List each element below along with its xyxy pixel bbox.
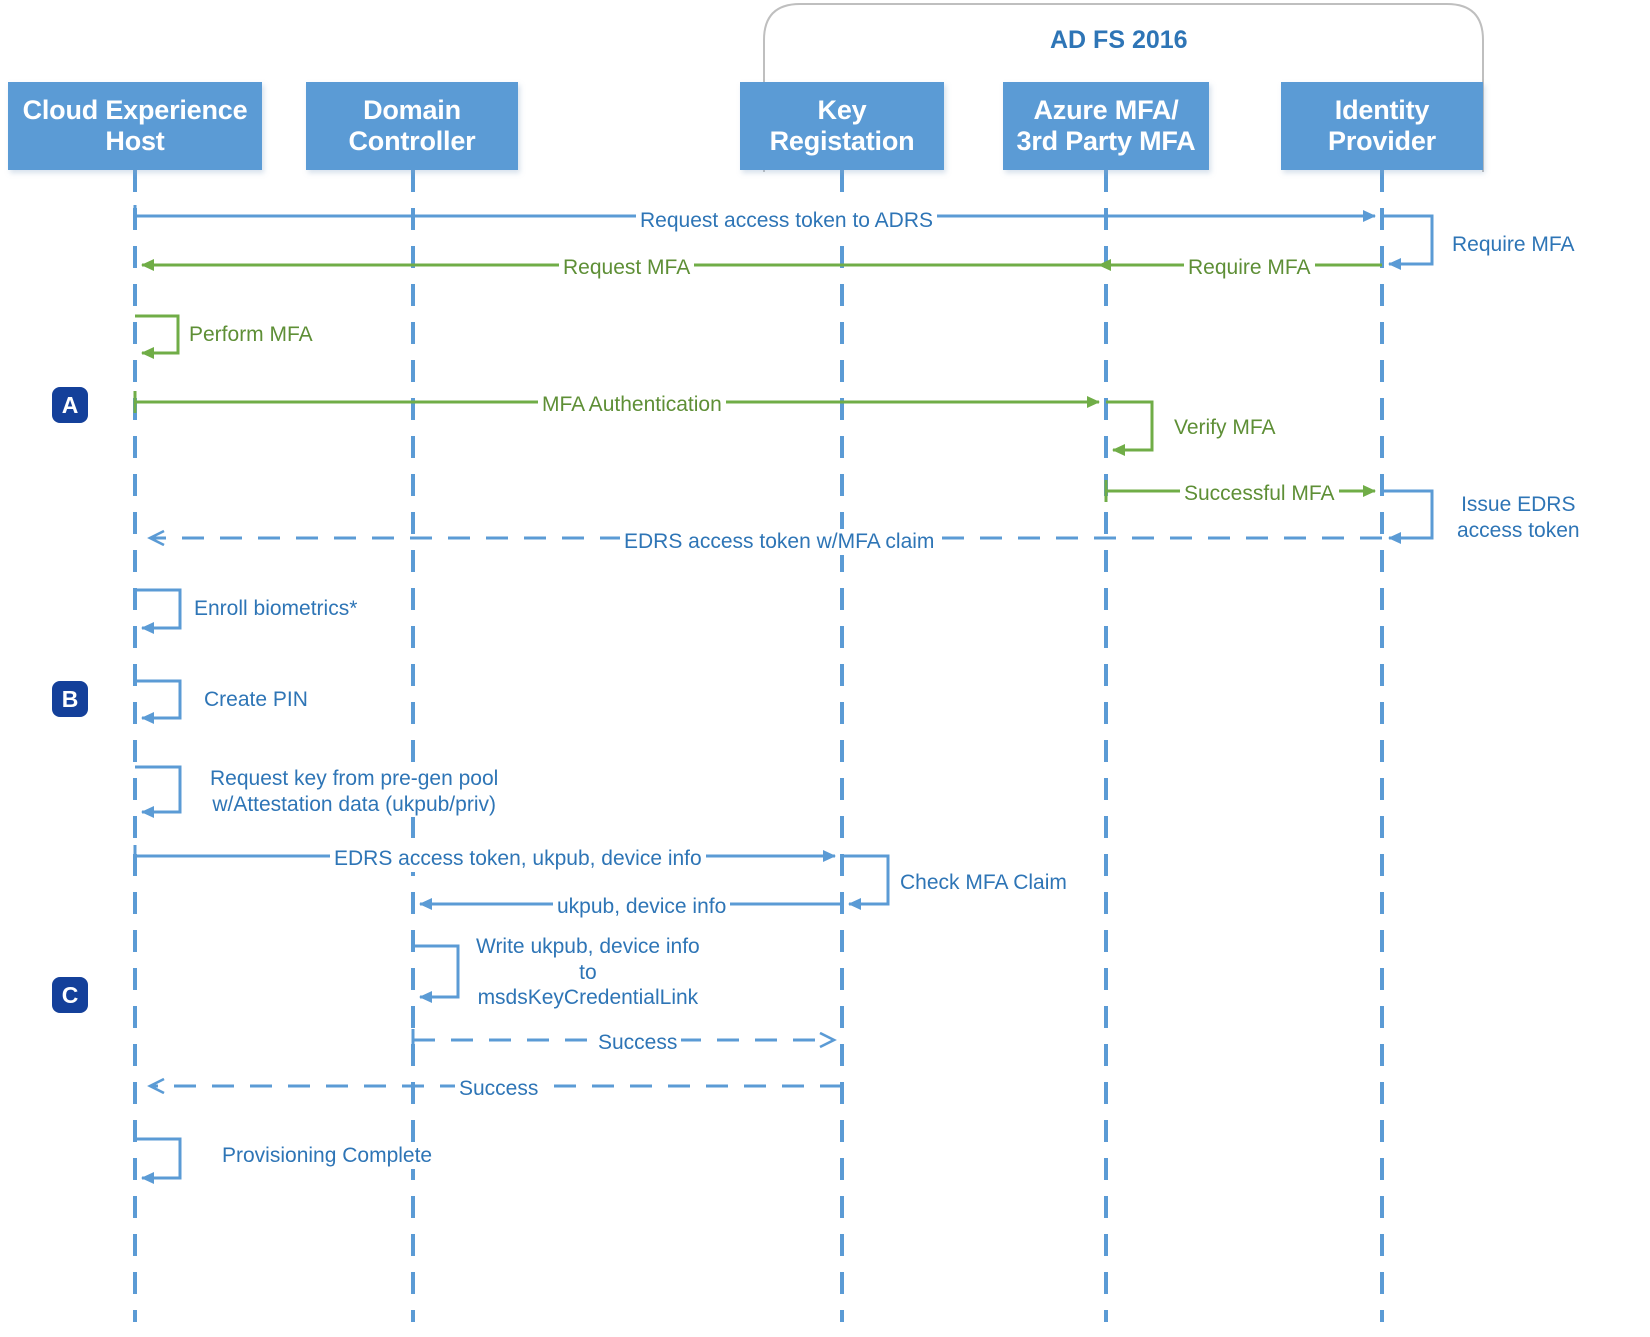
message-self-m11 — [135, 588, 182, 634]
message-self-m15 — [842, 854, 890, 910]
actor-box-azure-mfa[interactable]: Azure MFA/ 3rd Party MFA — [1003, 82, 1209, 170]
message-self-m2 — [1382, 214, 1434, 270]
message-self-m17 — [413, 944, 460, 1003]
actor-box-key-registation[interactable]: Key Registation — [740, 82, 944, 170]
actor-box-cloud-experience-host[interactable]: Cloud Experience Host — [8, 82, 262, 170]
message-label-issue-edrs-access-token: Issue EDRS access token — [1453, 492, 1584, 544]
message-label-create-pin: Create PIN — [200, 687, 312, 713]
message-self-m7 — [1106, 400, 1154, 456]
message-label-request-mfa: Request MFA — [559, 255, 695, 281]
actor-box-domain-controller[interactable]: Domain Controller — [306, 82, 518, 170]
message-label-perform-mfa: Perform MFA — [185, 322, 317, 348]
actor-label-line1: Identity — [1334, 94, 1430, 125]
phase-badge-a[interactable]: A — [52, 387, 88, 423]
message-label-mfa-authentication: MFA Authentication — [538, 392, 726, 418]
message-label-require-mfa-self: Require MFA — [1448, 232, 1579, 258]
message-label-enroll-biometrics: Enroll biometrics* — [190, 596, 362, 622]
message-label-request-access-token: Request access token to ADRS — [636, 208, 937, 234]
adfs-group-outline — [763, 3, 1484, 172]
message-label-successful-mfa: Successful MFA — [1180, 481, 1339, 507]
actor-label-line1: Key — [817, 94, 867, 125]
message-label-write-ukpub-msdskeycredentiallink: Write ukpub, device info to msdsKeyCrede… — [472, 934, 704, 1011]
message-label-check-mfa-claim: Check MFA Claim — [896, 870, 1071, 896]
message-label-edrs-token-ukpub-device-info: EDRS access token, ukpub, device info — [330, 846, 706, 872]
message-self-m12 — [135, 679, 182, 724]
group-title-adfs-2016: AD FS 2016 — [1050, 26, 1188, 54]
message-self-m9 — [1382, 489, 1434, 544]
message-label-verify-mfa: Verify MFA — [1170, 415, 1280, 441]
actor-label-line2: Provider — [1328, 126, 1436, 156]
message-label-require-mfa: Require MFA — [1184, 255, 1315, 281]
message-self-m20 — [135, 1137, 182, 1184]
message-self-m13 — [135, 765, 182, 818]
message-label-request-key-pregen-pool: Request key from pre-gen pool w/Attestat… — [206, 766, 503, 818]
actor-label-line1: Azure MFA/ — [1033, 94, 1179, 125]
message-self-m5 — [135, 314, 180, 359]
actor-box-identity-provider[interactable]: Identity Provider — [1281, 82, 1483, 170]
actor-label-line2: 3rd Party MFA — [1016, 126, 1196, 156]
actor-label-line2: Registation — [769, 126, 915, 156]
actor-label-line2: Controller — [348, 126, 476, 156]
phase-badge-c[interactable]: C — [52, 977, 88, 1013]
message-label-success-dc-kr: Success — [594, 1030, 682, 1056]
lifelines — [133, 170, 1384, 1322]
message-label-provisioning-complete: Provisioning Complete — [218, 1143, 437, 1169]
message-label-success-kr-ceh: Success — [455, 1076, 543, 1102]
actor-label-line2: Host — [105, 126, 165, 156]
actor-label-line1: Cloud Experience — [22, 94, 248, 125]
actor-label-line1: Domain — [363, 94, 461, 125]
message-label-ukpub-device-info: ukpub, device info — [553, 894, 731, 920]
phase-badge-b[interactable]: B — [52, 681, 88, 717]
message-label-edrs-access-token-mfa-claim: EDRS access token w/MFA claim — [620, 529, 939, 555]
